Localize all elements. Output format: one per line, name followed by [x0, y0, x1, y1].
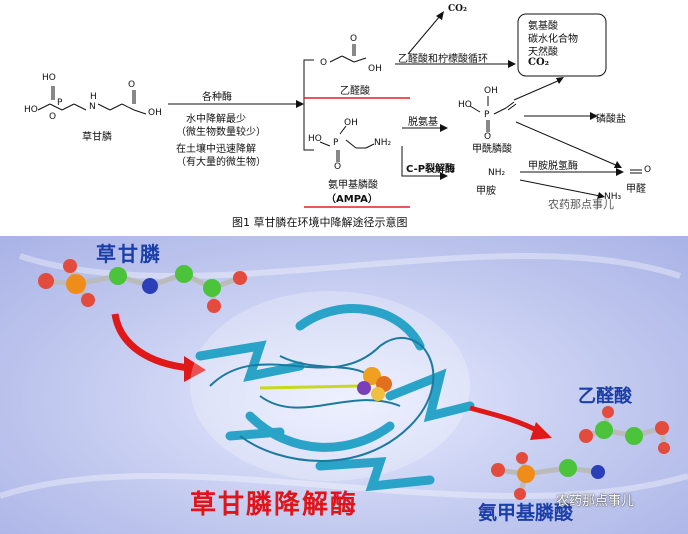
bracket — [303, 59, 314, 151]
ampa-name: 氨甲基膦酸 — [328, 180, 378, 191]
cp-lyase-label: C-P裂解酶 — [406, 164, 456, 175]
demethylase-label: 甲胺脱氢酶 — [528, 161, 578, 172]
glyphosate-name: 草甘膦 — [82, 132, 112, 143]
pathway-lines — [37, 11, 642, 208]
cycle-label: 乙醛酸和柠檬酸循环 — [398, 54, 488, 65]
enzyme-line3: 在土壤中迅速降解 — [176, 144, 256, 155]
glyphosate-o: O — [49, 112, 57, 122]
enzyme-title: 草甘膦降解酶 — [190, 490, 359, 520]
enzyme-line4: （有大量的微生物） — [176, 157, 266, 168]
ampa-oh: OH — [344, 118, 358, 128]
methylamine-name: 甲胺 — [476, 186, 496, 197]
box-line3: 天然酸 — [528, 47, 558, 58]
top-watermark: 农药那点事儿 — [548, 198, 614, 211]
enzyme-line1: 水中降解最少 — [186, 114, 246, 125]
box-line4: CO₂ — [528, 57, 550, 68]
ampa-o: O — [334, 162, 342, 172]
glyphosate-nh: H — [90, 92, 97, 102]
formaldehyde-o: O — [644, 165, 652, 175]
ampa-title: 氨甲基膦酸 — [478, 502, 574, 524]
methylamine-nh2: NH₂ — [488, 168, 506, 178]
ampa-ho: HO — [308, 134, 322, 144]
ampa-p: P — [333, 138, 339, 148]
ampa-molecule — [491, 452, 605, 500]
glyphosate-oh: OH — [148, 108, 162, 118]
protein-structure — [190, 291, 475, 492]
arrow-in — [111, 313, 191, 372]
nh3-label: NH₃ — [604, 192, 622, 202]
glyphosate-ho1: HO — [24, 105, 38, 115]
enzyme-scene — [0, 253, 688, 500]
glyoxylic-name: 乙醛酸 — [340, 86, 370, 97]
glyoxylic-o2: O — [350, 34, 358, 44]
glyoxylic-title: 乙醛酸 — [578, 386, 632, 407]
glyoxylic-oh: OH — [368, 64, 382, 74]
formyl-oh: OH — [484, 86, 498, 96]
glyphosate-p: P — [57, 98, 63, 108]
degradation-pathway-diagram: HO HO P O H N OH O 草甘膦 各种酶 水中降解最少 （微生物数量… — [0, 0, 688, 236]
enzyme-line2: （微生物数量较少） — [176, 127, 266, 138]
formyl-ho: HO — [458, 100, 472, 110]
glyoxylic-structure — [329, 44, 367, 63]
box-line2: 碳水化合物 — [528, 34, 578, 45]
glyphosate-title: 草甘膦 — [96, 242, 162, 266]
glyphosate-molecule — [38, 259, 247, 313]
formaldehyde-name: 甲醛 — [626, 184, 646, 195]
figure-caption: 图1 草甘膦在环境中降解途径示意图 — [232, 216, 408, 229]
formyl-o: O — [484, 132, 492, 142]
glyoxylic-molecule — [579, 406, 670, 454]
ampa-abbr: （AMPA） — [326, 194, 378, 205]
enzyme-illustration: 草甘膦 乙醛酸 氨甲基膦酸 草甘膦降解酶 农药那点事儿 — [0, 236, 688, 534]
glyoxylic-o1: O — [320, 58, 328, 68]
ampa-structure — [319, 125, 375, 162]
formyl-structure — [469, 96, 517, 132]
formyl-p: P — [484, 110, 490, 120]
products-box — [517, 13, 607, 77]
enzyme-title: 各种酶 — [202, 92, 232, 103]
deamination-label: 脱氨基 — [408, 117, 438, 128]
formyl-name: 甲酰膦酸 — [472, 144, 512, 155]
phosphate-label: 磷酸盐 — [596, 114, 626, 125]
glyphosate-structure — [37, 86, 147, 115]
co2-top: CO₂ — [448, 4, 467, 14]
bottom-watermark: 农药那点事儿 — [556, 494, 635, 509]
glyphosate-ho2: HO — [42, 73, 56, 83]
arrow-out — [469, 405, 542, 435]
glyphosate-o2: O — [128, 80, 136, 90]
ampa-nh2: NH₂ — [374, 138, 392, 148]
co2-arrow — [407, 15, 441, 55]
box-line1: 氨基酸 — [528, 21, 558, 32]
glyphosate-n: N — [89, 102, 96, 112]
